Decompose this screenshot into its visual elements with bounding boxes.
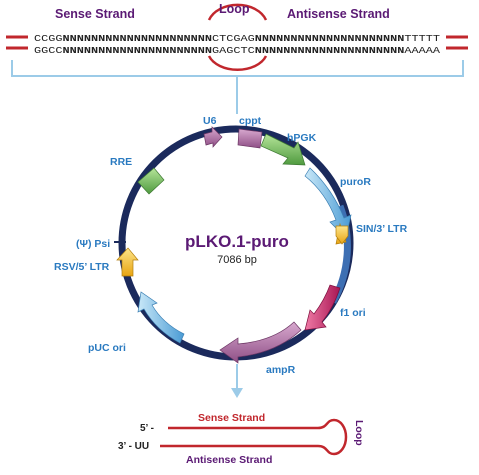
plasmid-size: 7086 bp <box>217 254 257 266</box>
antisense-strand-header: Antisense Strand <box>287 7 390 21</box>
hairpin-loop <box>317 418 348 456</box>
label-u6: U6 <box>203 115 217 127</box>
f1-ori-feature <box>304 284 341 331</box>
label-cppt: cppt <box>239 115 262 127</box>
label-rre: RRE <box>110 156 132 168</box>
down-arrow-head <box>231 388 243 398</box>
puc-ori-feature <box>137 291 185 344</box>
sense-strand-header: Sense Strand <box>55 7 135 21</box>
label-f1-ori: f1 ori <box>340 307 366 319</box>
label-psi: (Ψ) Psi <box>76 238 110 250</box>
plasmid-map: U6 cppt hPGK puroR SIN/3’ LTR f1 ori amp… <box>54 115 408 376</box>
bottom-loop-label: Loop <box>353 420 365 446</box>
ampr-feature <box>219 321 302 364</box>
loop-header: Loop <box>219 2 250 16</box>
u6-feature <box>203 126 223 148</box>
sin-ltr-block <box>335 225 349 245</box>
rre-feature <box>137 167 165 195</box>
five-prime-label: 5’ - <box>140 423 154 434</box>
loop-arc-top <box>207 3 268 21</box>
label-hpgk: hPGK <box>287 132 317 144</box>
label-rsv-ltr: RSV/5’ LTR <box>54 261 110 273</box>
label-puc-ori: pUC ori <box>88 342 126 354</box>
plasmid-name: pLKO.1-puro <box>185 232 289 251</box>
bottom-hairpin: 5’ - 3’ - UU Sense Strand Antisense Stra… <box>118 412 365 466</box>
bottom-sense-label: Sense Strand <box>198 412 265 424</box>
label-sin-ltr: SIN/3’ LTR <box>356 223 408 235</box>
hpgk-feature <box>260 133 306 166</box>
bracket <box>11 60 464 77</box>
three-prime-label: 3’ - UU <box>118 441 149 452</box>
bottom-antisense-label: Antisense Strand <box>186 454 272 466</box>
cppt-feature <box>237 128 263 149</box>
rsv-ltr-feature <box>116 247 139 277</box>
label-ampr: ampR <box>266 364 296 376</box>
loop-arc-bottom <box>207 55 268 71</box>
label-puror: puroR <box>340 176 371 188</box>
